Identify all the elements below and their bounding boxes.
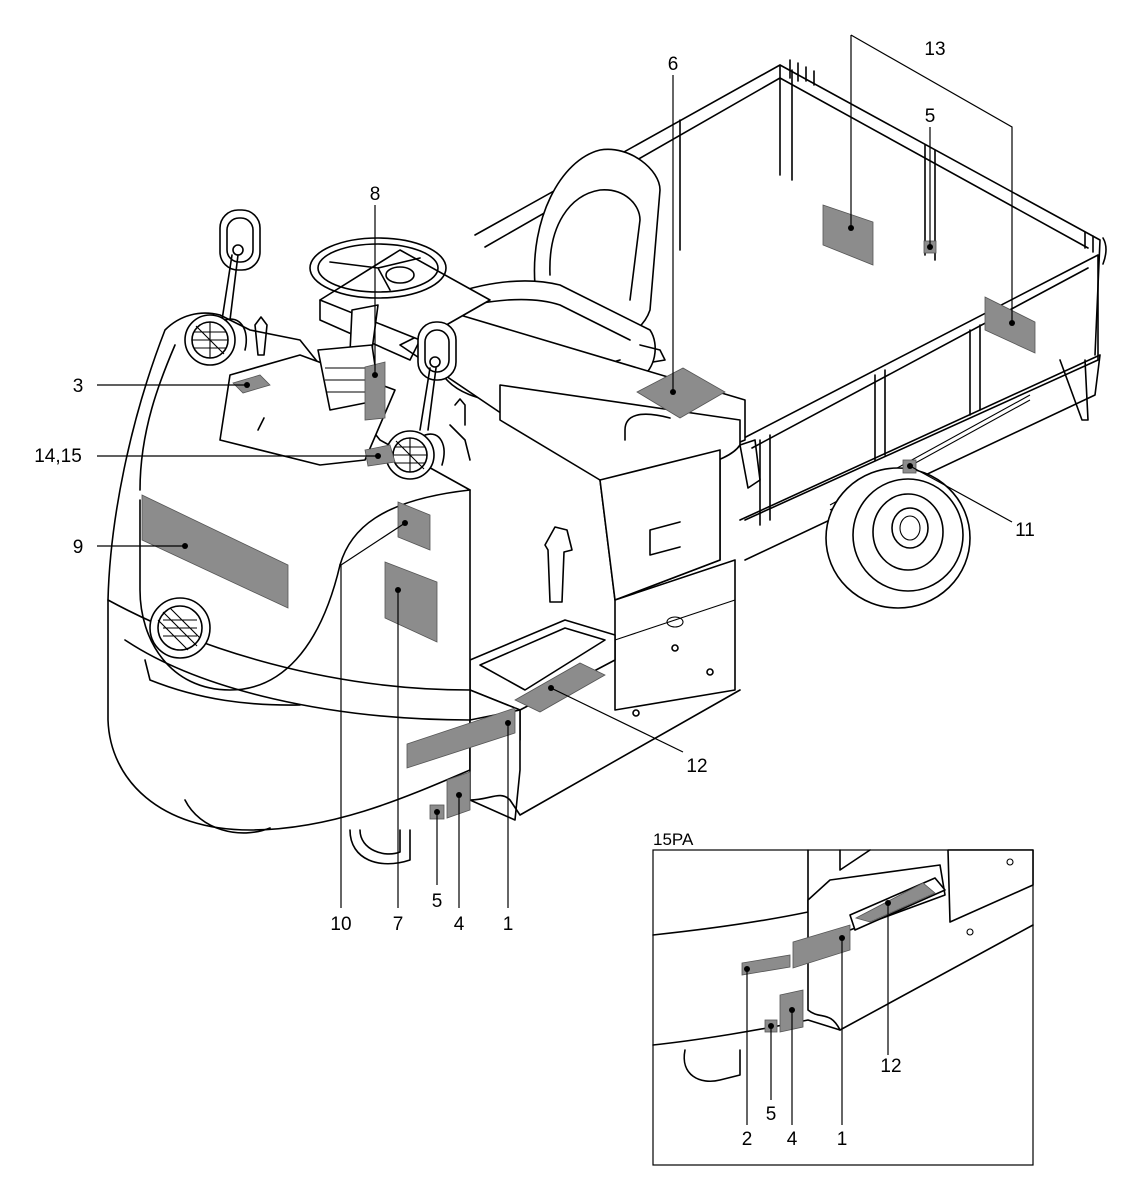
- decal-8: [364, 361, 386, 421]
- inset-callout-5: 5: [766, 1104, 777, 1125]
- decal-6: [636, 367, 726, 419]
- callout-11: 11: [1015, 520, 1035, 541]
- decal-3: [232, 374, 271, 394]
- inset-callout-2: 2: [742, 1129, 753, 1150]
- inset-callout-4: 4: [787, 1129, 798, 1150]
- rear-wheel: [825, 467, 971, 609]
- inset-15pa: 15PA 2 5 4 1 12: [652, 830, 1034, 1166]
- decal-1: [406, 707, 516, 769]
- decals: [141, 204, 1036, 820]
- decal-9: [141, 494, 289, 609]
- inset-decal-12: [854, 882, 936, 923]
- main-callouts: 3 14,15 9 8 6 13 5 11 12 10 7 5 4 1: [34, 39, 1035, 935]
- decal-13-left: [822, 204, 874, 266]
- steering-wheel: [309, 237, 447, 411]
- callout-6: 6: [668, 54, 679, 75]
- leader-lines: [97, 34, 1013, 908]
- inset-callout-1: 1: [837, 1129, 848, 1150]
- callout-5-rear: 5: [925, 106, 936, 127]
- callout-4: 4: [454, 914, 465, 935]
- callout-5-front: 5: [432, 891, 443, 912]
- inset-title: 15PA: [653, 830, 694, 849]
- decal-12: [514, 662, 606, 713]
- callout-12: 12: [686, 756, 707, 777]
- callout-7: 7: [393, 914, 404, 935]
- callout-3: 3: [73, 376, 84, 397]
- right-mirror-lamp: [385, 321, 471, 480]
- inset-callout-12: 12: [880, 1056, 901, 1077]
- inset-decal-1: [792, 924, 851, 969]
- inset-decal-2: [741, 954, 791, 976]
- callout-9: 9: [73, 537, 84, 558]
- callout-8: 8: [370, 184, 381, 205]
- callout-10: 10: [330, 914, 351, 935]
- callout-14-15: 14,15: [34, 446, 82, 467]
- left-mirror-lamp: [184, 209, 268, 366]
- callout-13: 13: [924, 39, 945, 60]
- callout-1: 1: [503, 914, 514, 935]
- decal-10: [397, 501, 431, 551]
